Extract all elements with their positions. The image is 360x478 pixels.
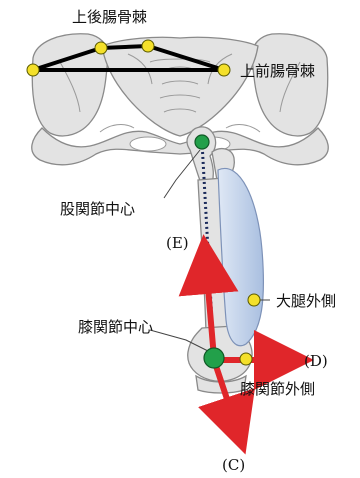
psis-marker-right [142,40,154,52]
asis-marker-right [218,64,230,76]
hip-center-marker [195,135,209,149]
psis-label: 上後腸骨棘 [72,8,147,26]
asis-marker-left [27,64,39,76]
knee-lateral-label: 膝関節外側 [240,380,315,398]
asis-label: 上前腸骨棘 [240,62,315,80]
arrow-d-label: (D) [304,352,328,370]
hip-center-label: 股関節中心 [60,200,135,218]
arrow-c-label: (C) [222,456,245,474]
knee-center-label: 膝関節中心 [78,318,153,336]
thigh-lateral-marker [248,294,260,306]
psis-marker-left [95,42,107,54]
knee-center-marker [204,348,224,368]
pelvis-bone [32,34,328,165]
arrow-e-label: (E) [166,234,189,252]
knee-lateral-marker [240,353,252,365]
thigh-lateral-label: 大腿外側 [276,292,336,310]
